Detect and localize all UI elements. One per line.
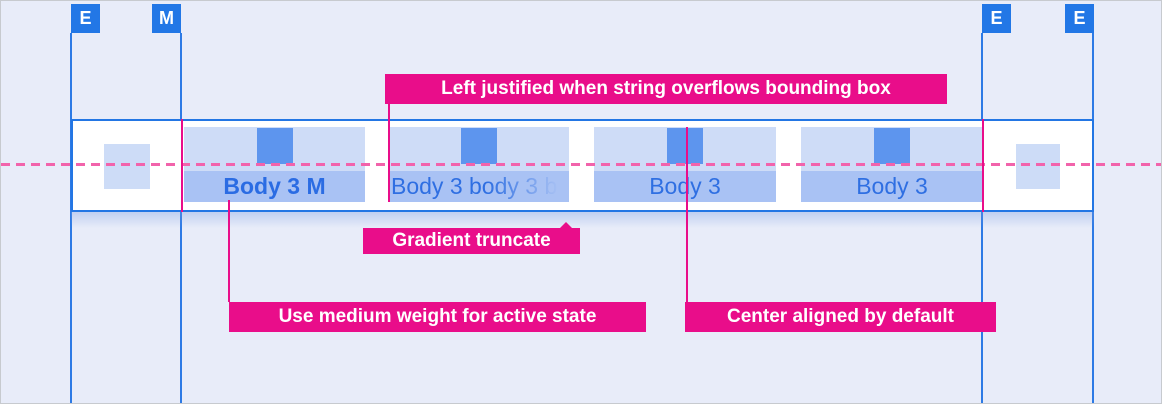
caret-up-icon: [559, 222, 573, 229]
annotation-medium-weight: Use medium weight for active state: [229, 302, 646, 332]
tab-bar-shadow: [71, 212, 1094, 228]
square-placeholder-icon: [461, 128, 497, 164]
grid-line-tabs-end: [981, 33, 983, 403]
spacing-marker-e-right-inner: E: [982, 4, 1011, 33]
spacing-marker-m: M: [152, 4, 181, 33]
tab-label: Body 3: [594, 171, 776, 202]
annotation-line-medium-weight: [228, 200, 230, 302]
annotation-center-aligned: Center aligned by default: [685, 302, 996, 332]
annotation-line-tabs-start: [181, 119, 183, 212]
annotation-line-tabs-end: [982, 119, 984, 212]
trailing-square-placeholder: [1016, 144, 1060, 189]
annotation-line-center-aligned: [686, 127, 688, 302]
spacing-marker-e-right-outer: E: [1065, 4, 1094, 33]
gradient-truncate-fade: [487, 171, 569, 202]
tab-label: Body 3: [801, 171, 983, 202]
leading-square-placeholder: [104, 144, 150, 189]
square-placeholder-icon: [874, 128, 910, 164]
grid-line-tabs-start: [180, 33, 182, 403]
annotation-gradient-truncate: Gradient truncate: [363, 222, 580, 254]
square-placeholder-icon: [667, 128, 703, 164]
spacing-marker-e-left: E: [71, 4, 100, 33]
annotation-gradient-truncate-text: Gradient truncate: [392, 230, 551, 251]
grid-line-left-edge: [70, 33, 72, 403]
annotation-line-left-justified: [388, 104, 390, 202]
tab-label: Body 3 M: [184, 171, 365, 202]
square-placeholder-icon: [256, 128, 293, 164]
baseline-dashed-line: [1, 163, 1161, 166]
annotation-left-justified: Left justified when string overflows bou…: [385, 74, 947, 104]
grid-line-right-edge: [1092, 33, 1094, 403]
tab-item-truncated[interactable]: Body 3 body 3 b: [389, 127, 569, 202]
